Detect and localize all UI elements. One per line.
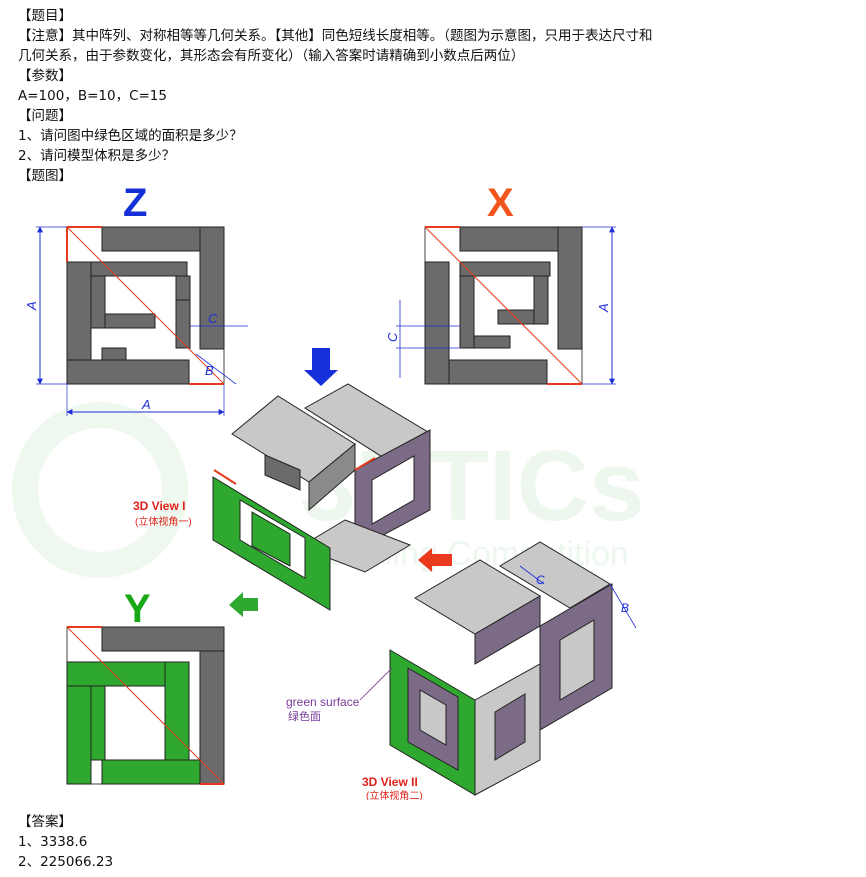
view-z-dim-a-horizontal: A [141,397,151,412]
z-arrow-icon [304,348,338,386]
view2-dim-b: B [621,601,629,615]
view-3d-2: C B green surface 绿色面 3D View II (立体视角二) [286,541,637,800]
note-line-1: 【注意】其中阵列、对称相等等几何关系。【其他】同色短线长度相等。（题图为示意图，… [18,28,653,44]
note-line-2: 几何关系，由于参数变化，其形态会有所变化）（输入答案时请精确到小数点后两位） [18,48,525,64]
view-3d-1: 3D View I (立体视角一) [133,383,431,611]
view-x: X A C [385,181,616,385]
view-z: Z A A C B [24,181,248,416]
y-arrow-icon [229,592,258,617]
params-label: 【参数】 [18,68,72,84]
figure-label: 【题图】 [18,168,72,184]
green-surface-label-en: green surface [286,695,360,709]
problem-figure: 3DTICs Modeling Competition Z A A C [0,180,866,800]
view2-subtitle: (立体视角二) [366,789,423,800]
answer-label: 【答案】 [18,814,72,830]
view-z-dim-c: C [208,311,218,326]
answer-2: 2、225066.23 [18,854,114,870]
view-z-dim-b: B [205,363,214,378]
figure-svg: 3DTICs Modeling Competition Z A A C [12,181,645,800]
view-y: Y [66,587,225,785]
view-x-dim-c: C [385,332,400,342]
view2-dim-c: C [536,573,545,587]
view-y-letter: Y [124,587,151,631]
view-x-dim-a: A [596,303,611,313]
question-label: 【问题】 [18,108,72,124]
question-1: 1、请问图中绿色区域的面积是多少？ [18,128,243,144]
green-surface-label-cn: 绿色面 [288,709,321,723]
answer-1: 1、3338.6 [18,834,88,850]
view2-title: 3D View II [362,775,418,789]
view-z-letter: Z [123,181,147,225]
view-x-letter: X [487,181,514,225]
x-arrow-icon [418,548,452,572]
view1-title: 3D View I [133,499,185,513]
view-z-dim-a-vertical: A [24,301,39,311]
question-2: 2、请问模型体积是多少？ [18,148,176,164]
title-label: 【题目】 [18,8,72,24]
params-value: A=100，B=10，C=15 [18,88,167,104]
view1-subtitle: (立体视角一) [135,515,192,528]
